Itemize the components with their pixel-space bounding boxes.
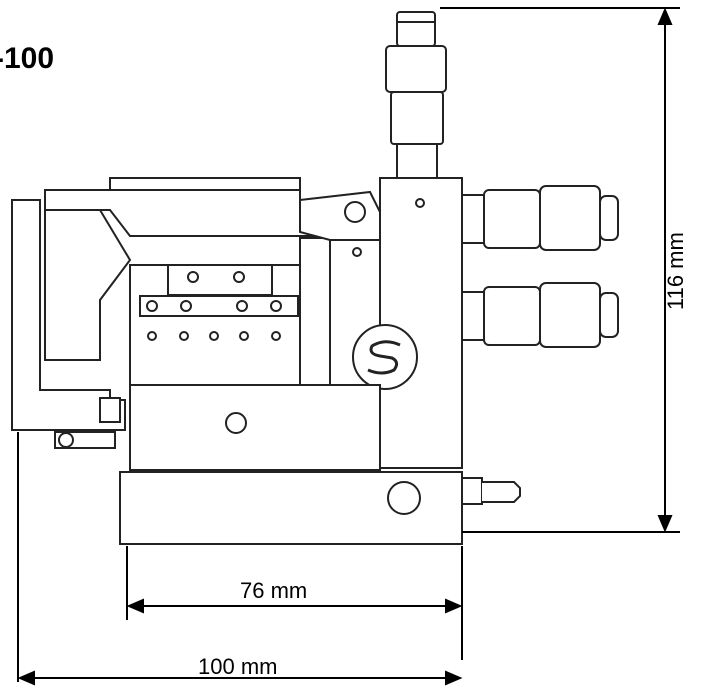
top-micrometer <box>385 11 447 181</box>
base <box>119 471 521 545</box>
s-logo-icon <box>367 340 401 375</box>
dimension-lines <box>17 7 680 686</box>
main-body <box>179 177 463 469</box>
right-micrometer-lower <box>461 282 619 348</box>
top-arm <box>44 177 381 241</box>
left-bracket <box>11 199 132 449</box>
dimension-label-76: 76 mm <box>240 578 308 603</box>
right-micrometer-upper <box>461 185 619 251</box>
dimension-label-100: 100 mm <box>198 654 278 679</box>
dimension-label-116: 116 mm <box>663 232 688 310</box>
center-stage <box>129 237 381 471</box>
product-title: -100 <box>0 42 55 75</box>
